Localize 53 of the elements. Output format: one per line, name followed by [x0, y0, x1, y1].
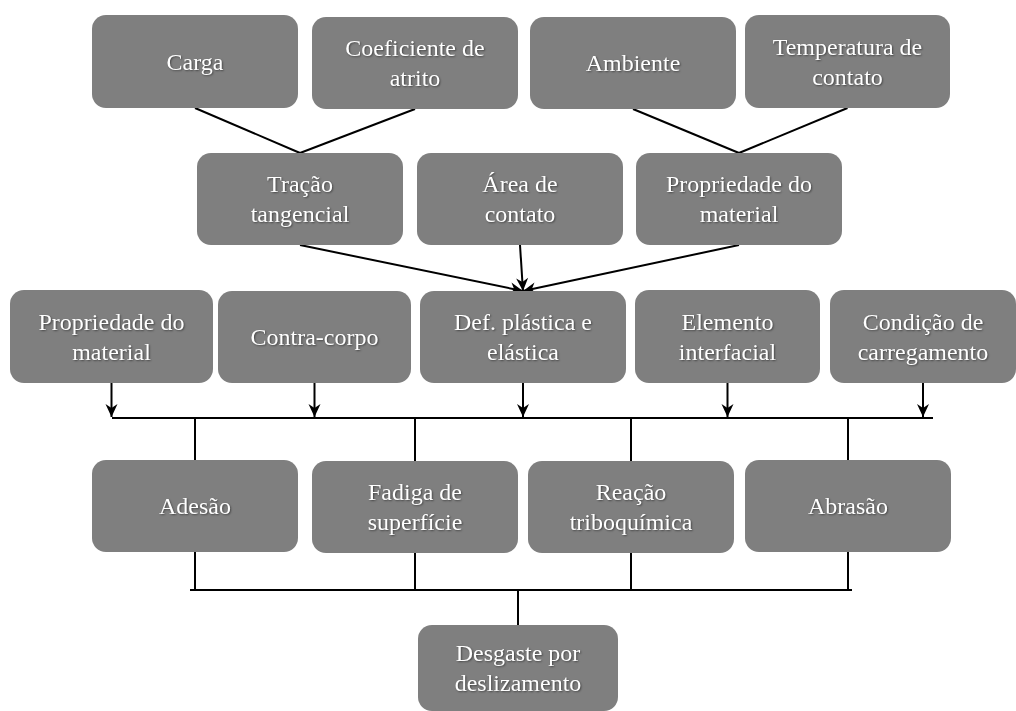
process-box	[830, 290, 1016, 383]
connector-line	[517, 590, 519, 626]
connector-line	[194, 418, 196, 461]
node-label: Reação triboquímica	[568, 478, 694, 537]
node-label: Def. plástica e elástica	[453, 308, 593, 367]
connector-line	[630, 552, 632, 590]
node-label: Ambiente	[585, 49, 681, 78]
connector-line	[847, 418, 849, 461]
process-box	[635, 290, 820, 383]
node-label: Fadiga de superfície	[366, 478, 464, 537]
connector-line	[194, 107, 301, 154]
process-box	[530, 17, 736, 109]
process-box	[420, 291, 626, 383]
arrow	[917, 382, 929, 418]
node-label: Adesão	[159, 492, 231, 521]
process-box	[636, 153, 842, 245]
node-label: Temperatura de contato	[771, 32, 924, 92]
connector-line	[632, 108, 740, 154]
node-label: Tração tangencial	[249, 170, 351, 229]
process-box	[312, 461, 518, 553]
node-label: Propriedade do material	[37, 307, 186, 367]
process-box	[92, 15, 298, 108]
node-label: Propriedade do material	[666, 170, 812, 229]
process-box	[745, 15, 950, 108]
process-box	[417, 153, 623, 245]
node-label: Desgaste por deslizamento	[453, 639, 583, 698]
connector-line	[738, 107, 849, 154]
arrow	[516, 244, 529, 292]
process-box	[92, 460, 298, 552]
node-label: Abrasão	[808, 492, 888, 521]
process-box	[10, 290, 213, 383]
connector-line	[299, 108, 416, 154]
connector-line	[194, 551, 196, 590]
node-label: Contra-corpo	[250, 323, 379, 352]
arrow	[105, 382, 118, 418]
process-box	[197, 153, 403, 245]
process-box	[218, 291, 411, 383]
connector-line	[630, 418, 632, 462]
process-box	[312, 17, 518, 109]
node-label: Carga	[166, 47, 224, 77]
node-label: Condição de carregamento	[856, 307, 990, 367]
connector-line	[414, 552, 416, 590]
node-label: Coeficiente de atrito	[344, 34, 486, 93]
process-box	[528, 461, 734, 553]
arrow	[721, 382, 734, 418]
process-box	[745, 460, 951, 552]
connector-line	[847, 551, 849, 590]
arrow	[308, 382, 321, 418]
node-label: Elemento interfacial	[677, 307, 778, 367]
node-label: Área de contato	[481, 170, 559, 229]
process-box	[418, 625, 618, 711]
connector-line	[414, 418, 416, 462]
arrow	[517, 382, 529, 418]
